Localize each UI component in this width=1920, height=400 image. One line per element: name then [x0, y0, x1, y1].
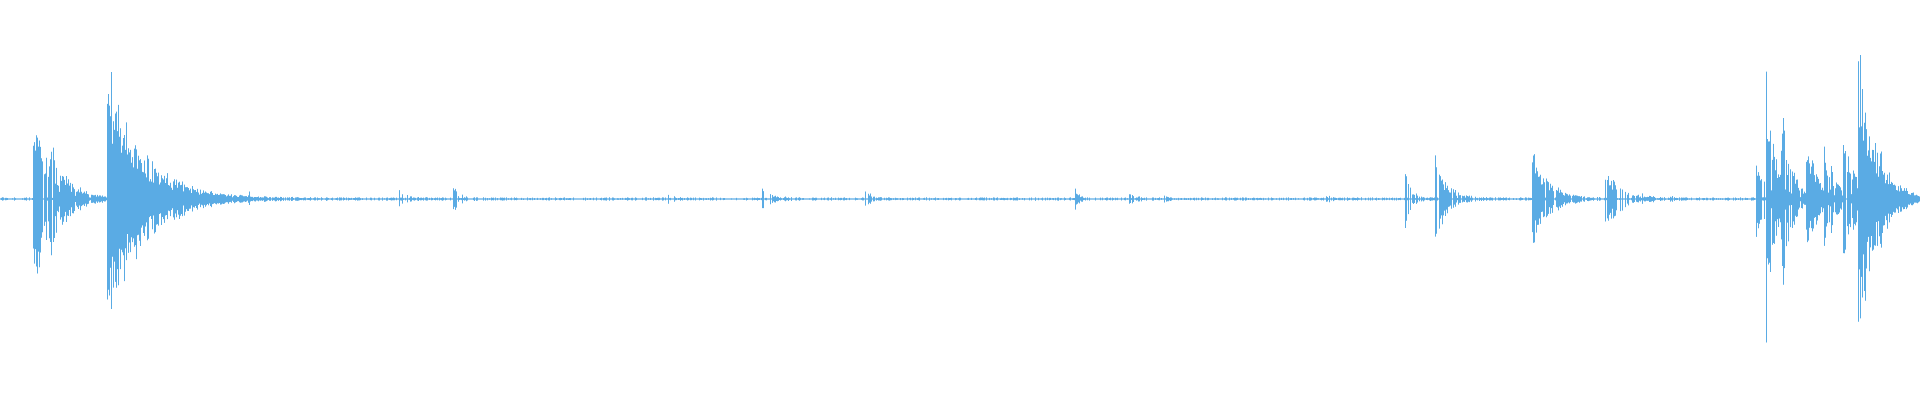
waveform-bars	[1, 54, 1920, 343]
